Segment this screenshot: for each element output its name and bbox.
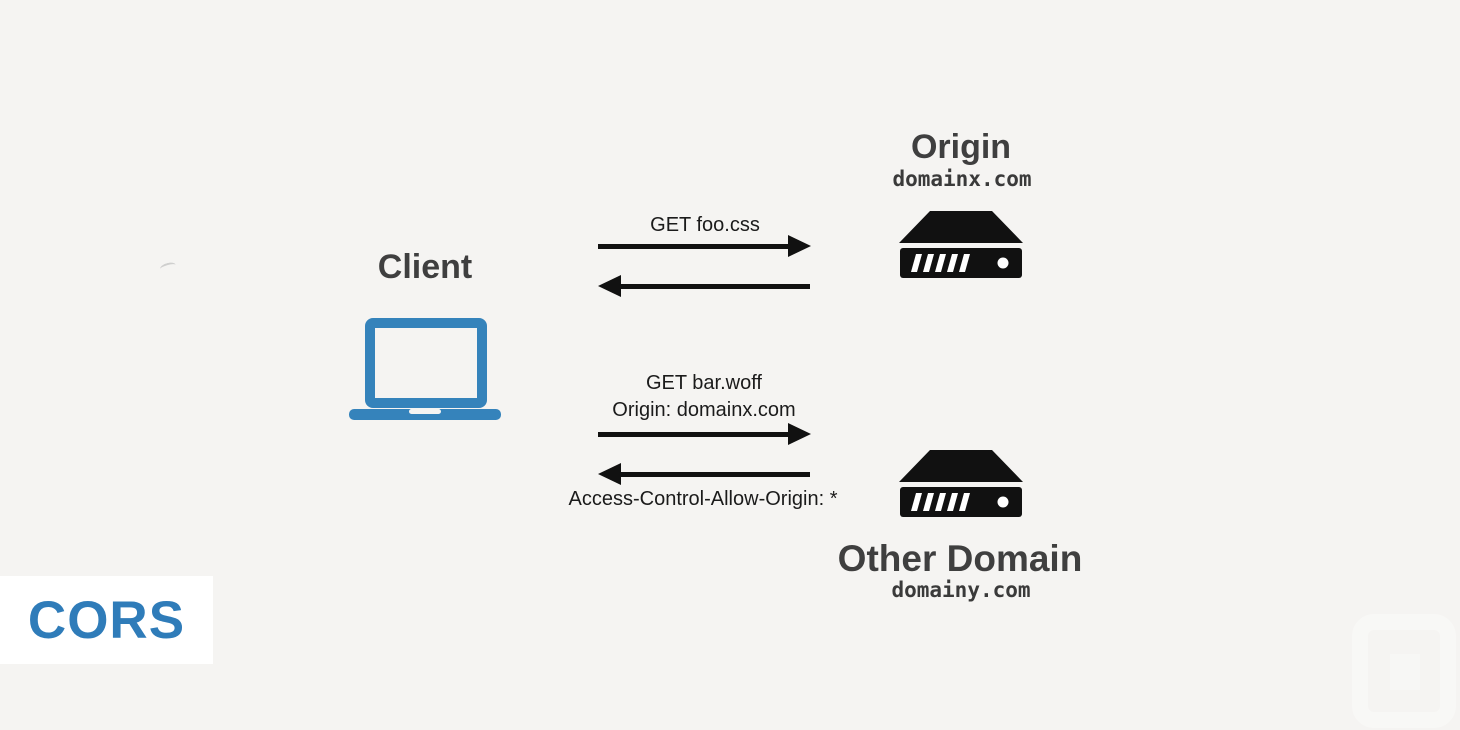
origin-server-domain: domainx.com — [892, 167, 1032, 191]
other-server-icon — [899, 450, 1023, 522]
server-icon — [899, 450, 1023, 517]
request1-label: GET foo.css — [650, 214, 760, 236]
server-icon — [899, 211, 1023, 278]
smudge-artifact — [159, 261, 177, 273]
request2-label-line2: Origin: domainx.com — [612, 399, 796, 421]
cors-badge-label: CORS — [27, 590, 186, 650]
client-title: Client — [377, 248, 473, 286]
other-server-title: Other Domain — [837, 538, 1083, 579]
response2-arrow-left-icon — [598, 463, 810, 485]
laptop-icon — [349, 318, 501, 420]
watermark-icon — [1352, 612, 1457, 730]
cors-badge: CORS — [0, 576, 213, 664]
origin-server-title: Origin — [910, 128, 1012, 166]
origin-server-icon — [899, 211, 1023, 283]
other-server-domain: domainy.com — [891, 578, 1031, 602]
request1-arrow-right-icon — [598, 235, 811, 257]
response1-arrow-left-icon — [598, 275, 810, 297]
response2-label: Access-Control-Allow-Origin: * — [568, 488, 838, 510]
client-laptop-icon — [349, 318, 501, 425]
request2-label-line1: GET bar.woff — [646, 372, 762, 394]
request2-arrow-right-icon — [598, 423, 811, 445]
